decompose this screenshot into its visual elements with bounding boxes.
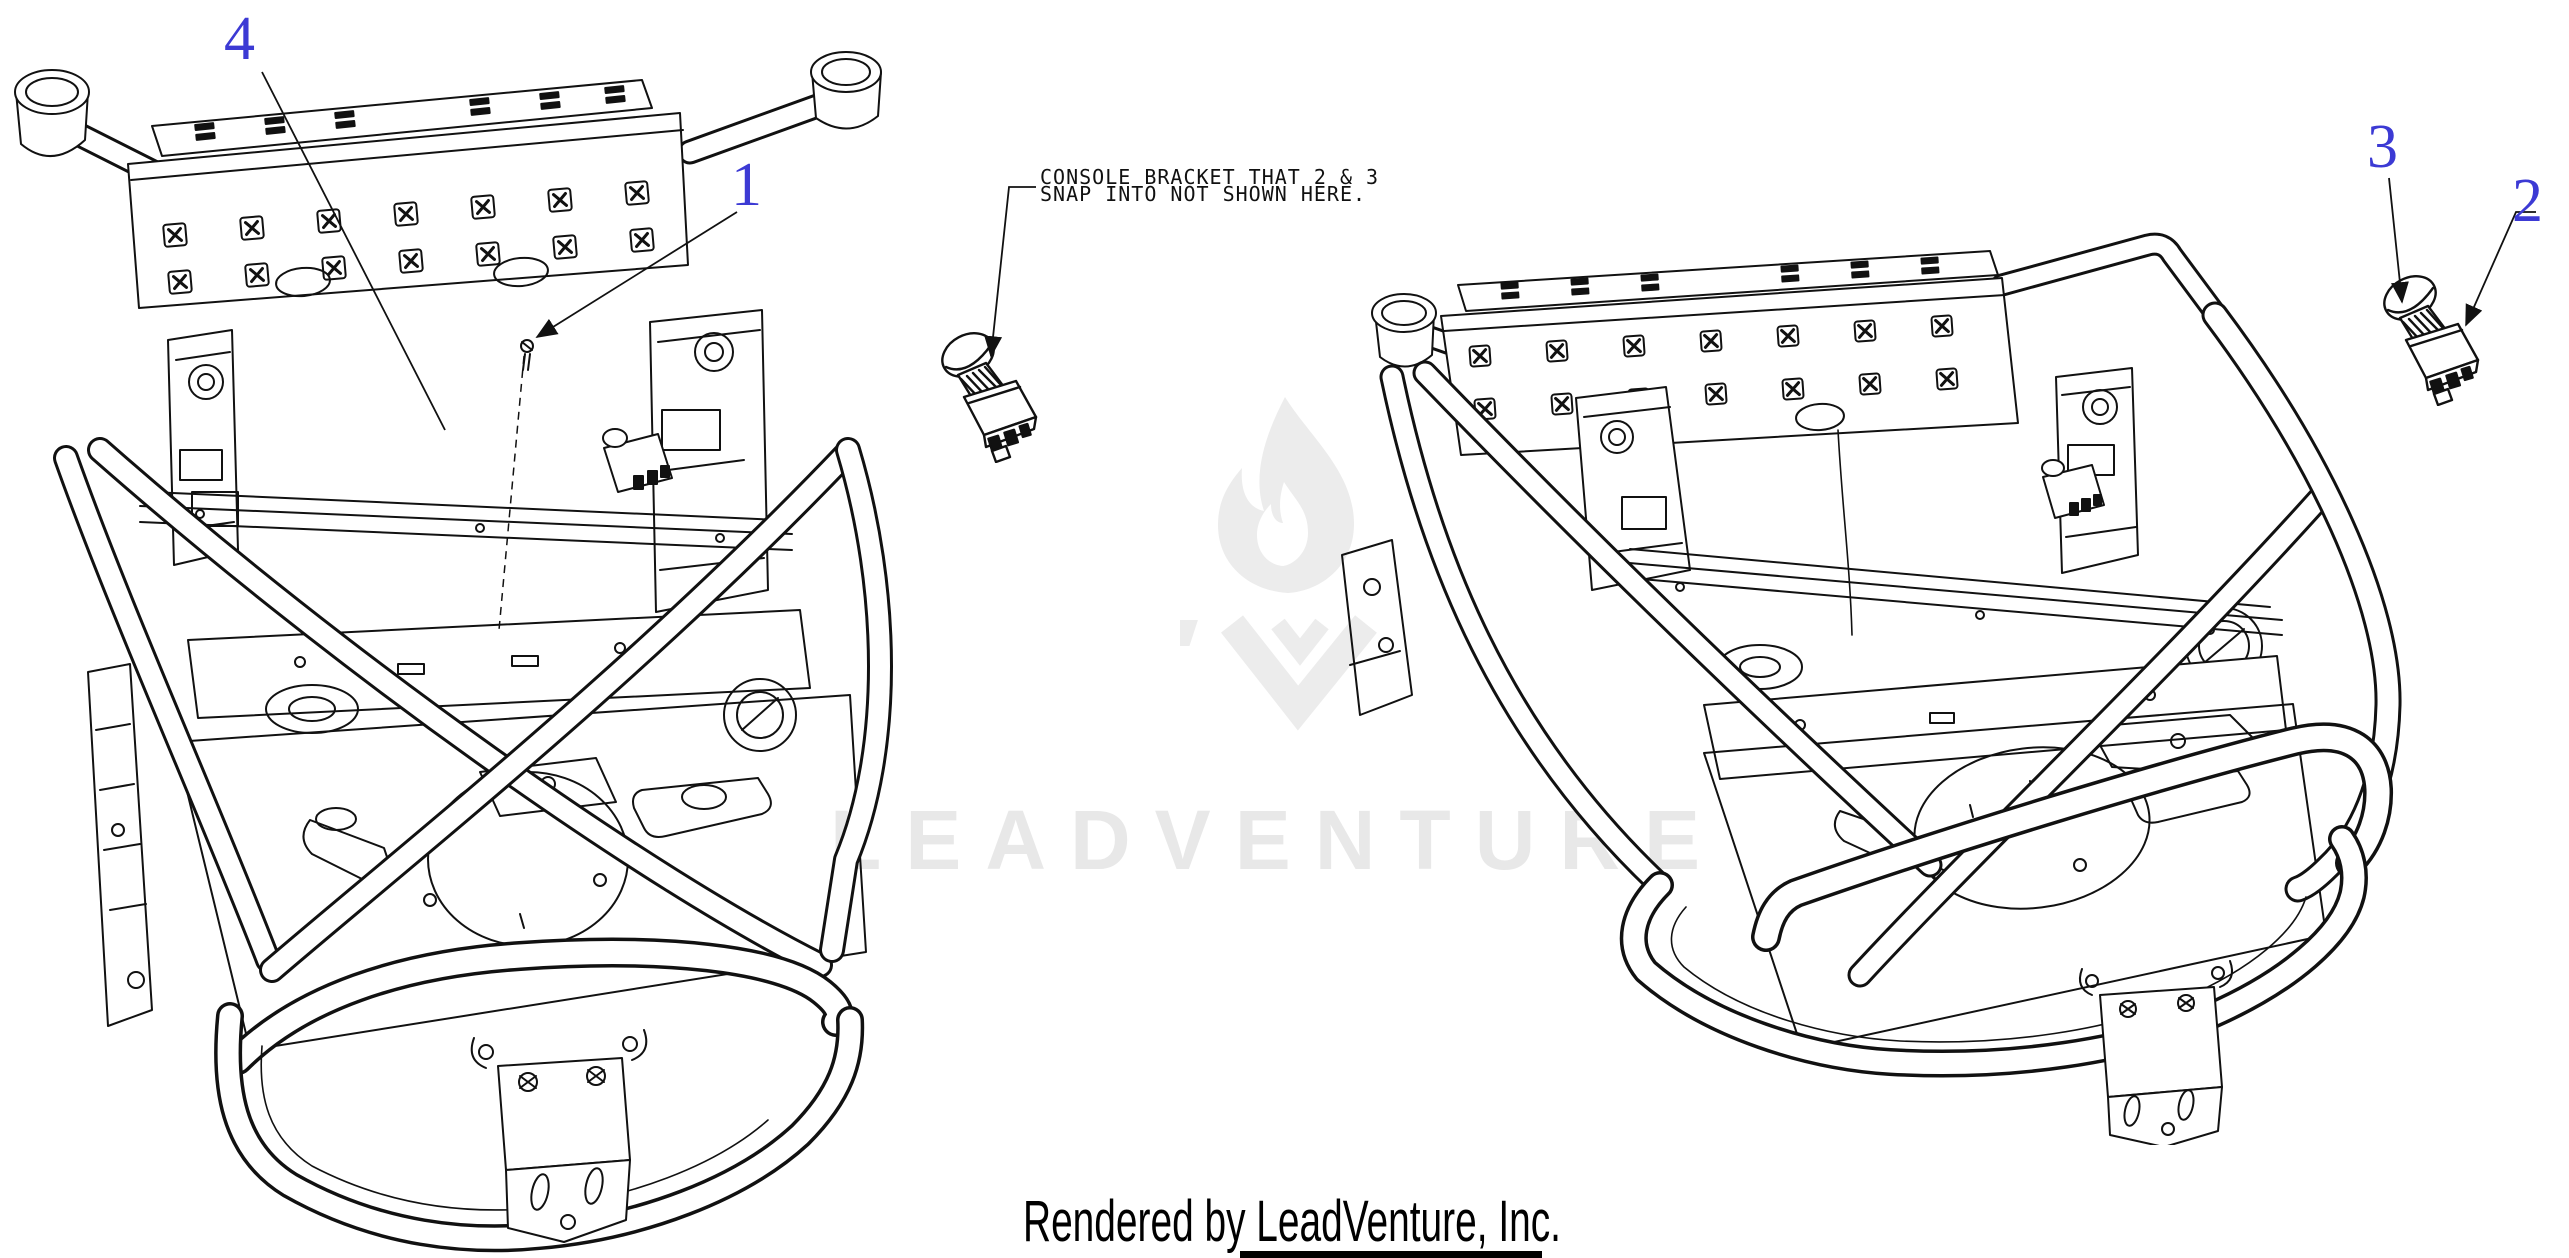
seat-mount-bar [151, 79, 653, 157]
centerline-dashed [498, 355, 525, 631]
callout-number-2[interactable]: 2 [2512, 167, 2543, 235]
left-channel [87, 663, 153, 1027]
installed-switch [602, 428, 673, 493]
right-frame-drawing [1341, 232, 2402, 1145]
switch-part-right [2383, 275, 2480, 406]
switch-part-left [941, 332, 1038, 463]
note-line-2: SNAP INTO NOT SHOWN HERE. [1040, 181, 1367, 206]
note-line-1: CONSOLE BRACKET THAT 2 & 3 [1040, 165, 1380, 189]
right-tower-bracket [2055, 367, 2139, 574]
hitch-bracket [470, 1029, 648, 1243]
panel-holes [275, 256, 549, 298]
flame-logo-icon [1180, 397, 1377, 731]
v-mark-icon [1220, 615, 1377, 731]
perimeter-tube [214, 1002, 865, 1253]
screw-part [520, 339, 534, 371]
redaction-bar [1240, 1251, 1542, 1258]
leader-line-4 [261, 71, 446, 431]
seat-mount-bar [1457, 250, 1999, 312]
mid-rails [139, 491, 793, 551]
hitch-bracket [2079, 960, 2233, 1145]
leader-line-note [984, 186, 1036, 358]
leader-line-2 [2465, 211, 2536, 327]
frame-tubes [1379, 301, 2402, 988]
right-post-cylinder [810, 51, 882, 130]
frame-tubes [53, 437, 893, 983]
left-post-cylinder [1371, 293, 1437, 368]
watermark-text: LEADVENTURE [830, 793, 1725, 887]
console-bracket-note: CONSOLE BRACKET THAT 2 & 3 SNAP INTO NOT… [1040, 165, 1380, 206]
wire-line [1837, 429, 1853, 636]
callout-number-3[interactable]: 3 [2367, 113, 2398, 181]
left-post-cylinder [14, 69, 90, 158]
callout-number-4[interactable]: 4 [224, 5, 255, 73]
front-handle-tube [1751, 722, 2394, 952]
front-handle-tube [223, 937, 854, 1075]
left-frame-drawing [14, 51, 893, 1253]
leader-line-1 [535, 211, 738, 338]
rear-panel [127, 112, 689, 309]
footer-credit: Rendered by LeadVenture, Inc. [1023, 1189, 1561, 1254]
installed-switch [2041, 459, 2105, 519]
perimeter-tube [1619, 825, 2368, 1078]
callout-number-1[interactable]: 1 [731, 151, 762, 219]
left-side-plates [1341, 539, 1413, 716]
leader-line-3 [2388, 177, 2409, 304]
